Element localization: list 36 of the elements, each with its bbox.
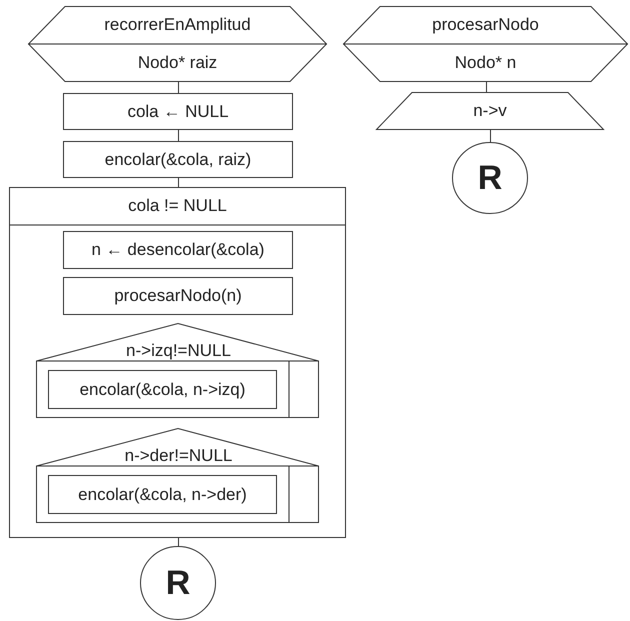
loop-condition: cola != NULL [128,196,227,215]
connector-line [178,538,179,546]
return-symbol: R [478,159,502,197]
connector-line [486,82,487,92]
return-circle [452,142,528,214]
connector-line [178,178,179,188]
parameter-text: Nodo* n [454,53,516,72]
function-name: procesarNodo [432,15,539,34]
statement-text: encolar(&cola, n->izq) [80,380,246,399]
function-header-hexagon [343,6,628,82]
connector-line [178,82,179,94]
output-text: n->v [473,101,507,120]
connector-line [178,130,179,142]
statement-text: procesarNodo(n) [114,286,242,305]
if-block [36,323,319,418]
if-block [36,428,319,523]
if-condition: n->izq!=NULL [126,341,231,360]
statement-text: n ← desencolar(&cola) [92,240,264,259]
parameter-text: Nodo* raiz [138,53,218,72]
process-box [63,141,293,178]
statement-text: cola ← NULL [127,102,229,121]
return-circle [140,546,216,620]
process-box [63,277,293,315]
process-box [48,475,277,514]
return-symbol: R [166,564,190,602]
statement-text: encolar(&cola, n->der) [78,485,247,504]
if-condition: n->der!=NULL [124,446,232,465]
process-box [48,370,277,409]
while-loop-block [9,187,346,538]
function-header-hexagon [28,6,327,82]
connector-line [490,130,491,142]
statement-text: encolar(&cola, raiz) [104,150,252,169]
process-box [63,93,293,130]
output-trapezoid [376,92,604,130]
process-box [63,231,293,269]
function-name: recorrerEnAmplitud [104,15,251,34]
